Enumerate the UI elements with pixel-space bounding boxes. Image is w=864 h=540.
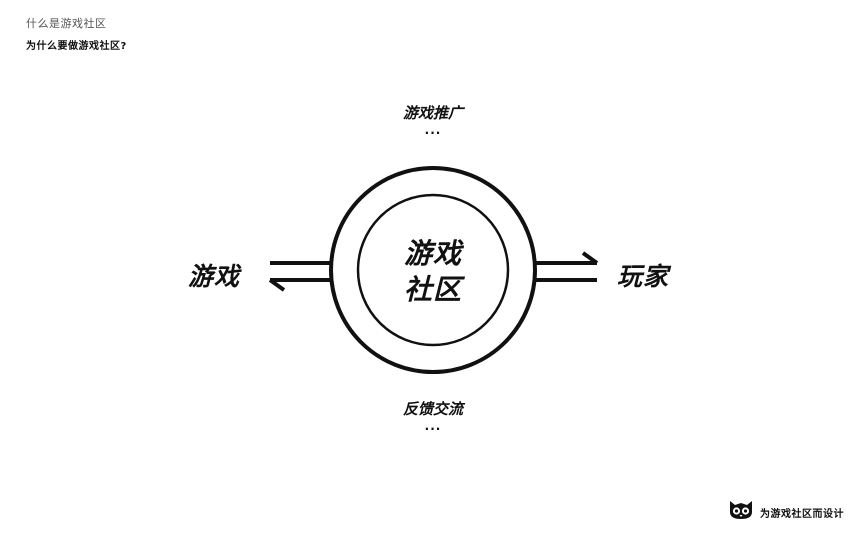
page-subtitle: 为什么要做游戏社区? [26, 41, 127, 52]
right-arrows [534, 251, 599, 282]
owl-logo-icon [728, 500, 754, 524]
bottom-label: 反馈交流 [402, 400, 463, 418]
left-node-label: 游戏 [188, 262, 241, 291]
bottom-ellipsis: ... [424, 419, 442, 433]
top-ellipsis: ... [424, 123, 442, 137]
breadcrumb: 什么是游戏社区 [26, 17, 107, 30]
inner-ring [356, 193, 510, 347]
center-label-line1: 游戏 [403, 237, 462, 270]
brand-text: 为游戏社区而设计 [760, 508, 844, 520]
right-node-label: 玩家 [617, 262, 670, 291]
brand-footer: 为游戏社区而设计 [728, 500, 844, 524]
left-arrows [268, 261, 332, 292]
outer-ring [329, 166, 537, 374]
top-label: 游戏推广 [402, 104, 463, 122]
center-label-line2: 社区 [403, 273, 462, 306]
